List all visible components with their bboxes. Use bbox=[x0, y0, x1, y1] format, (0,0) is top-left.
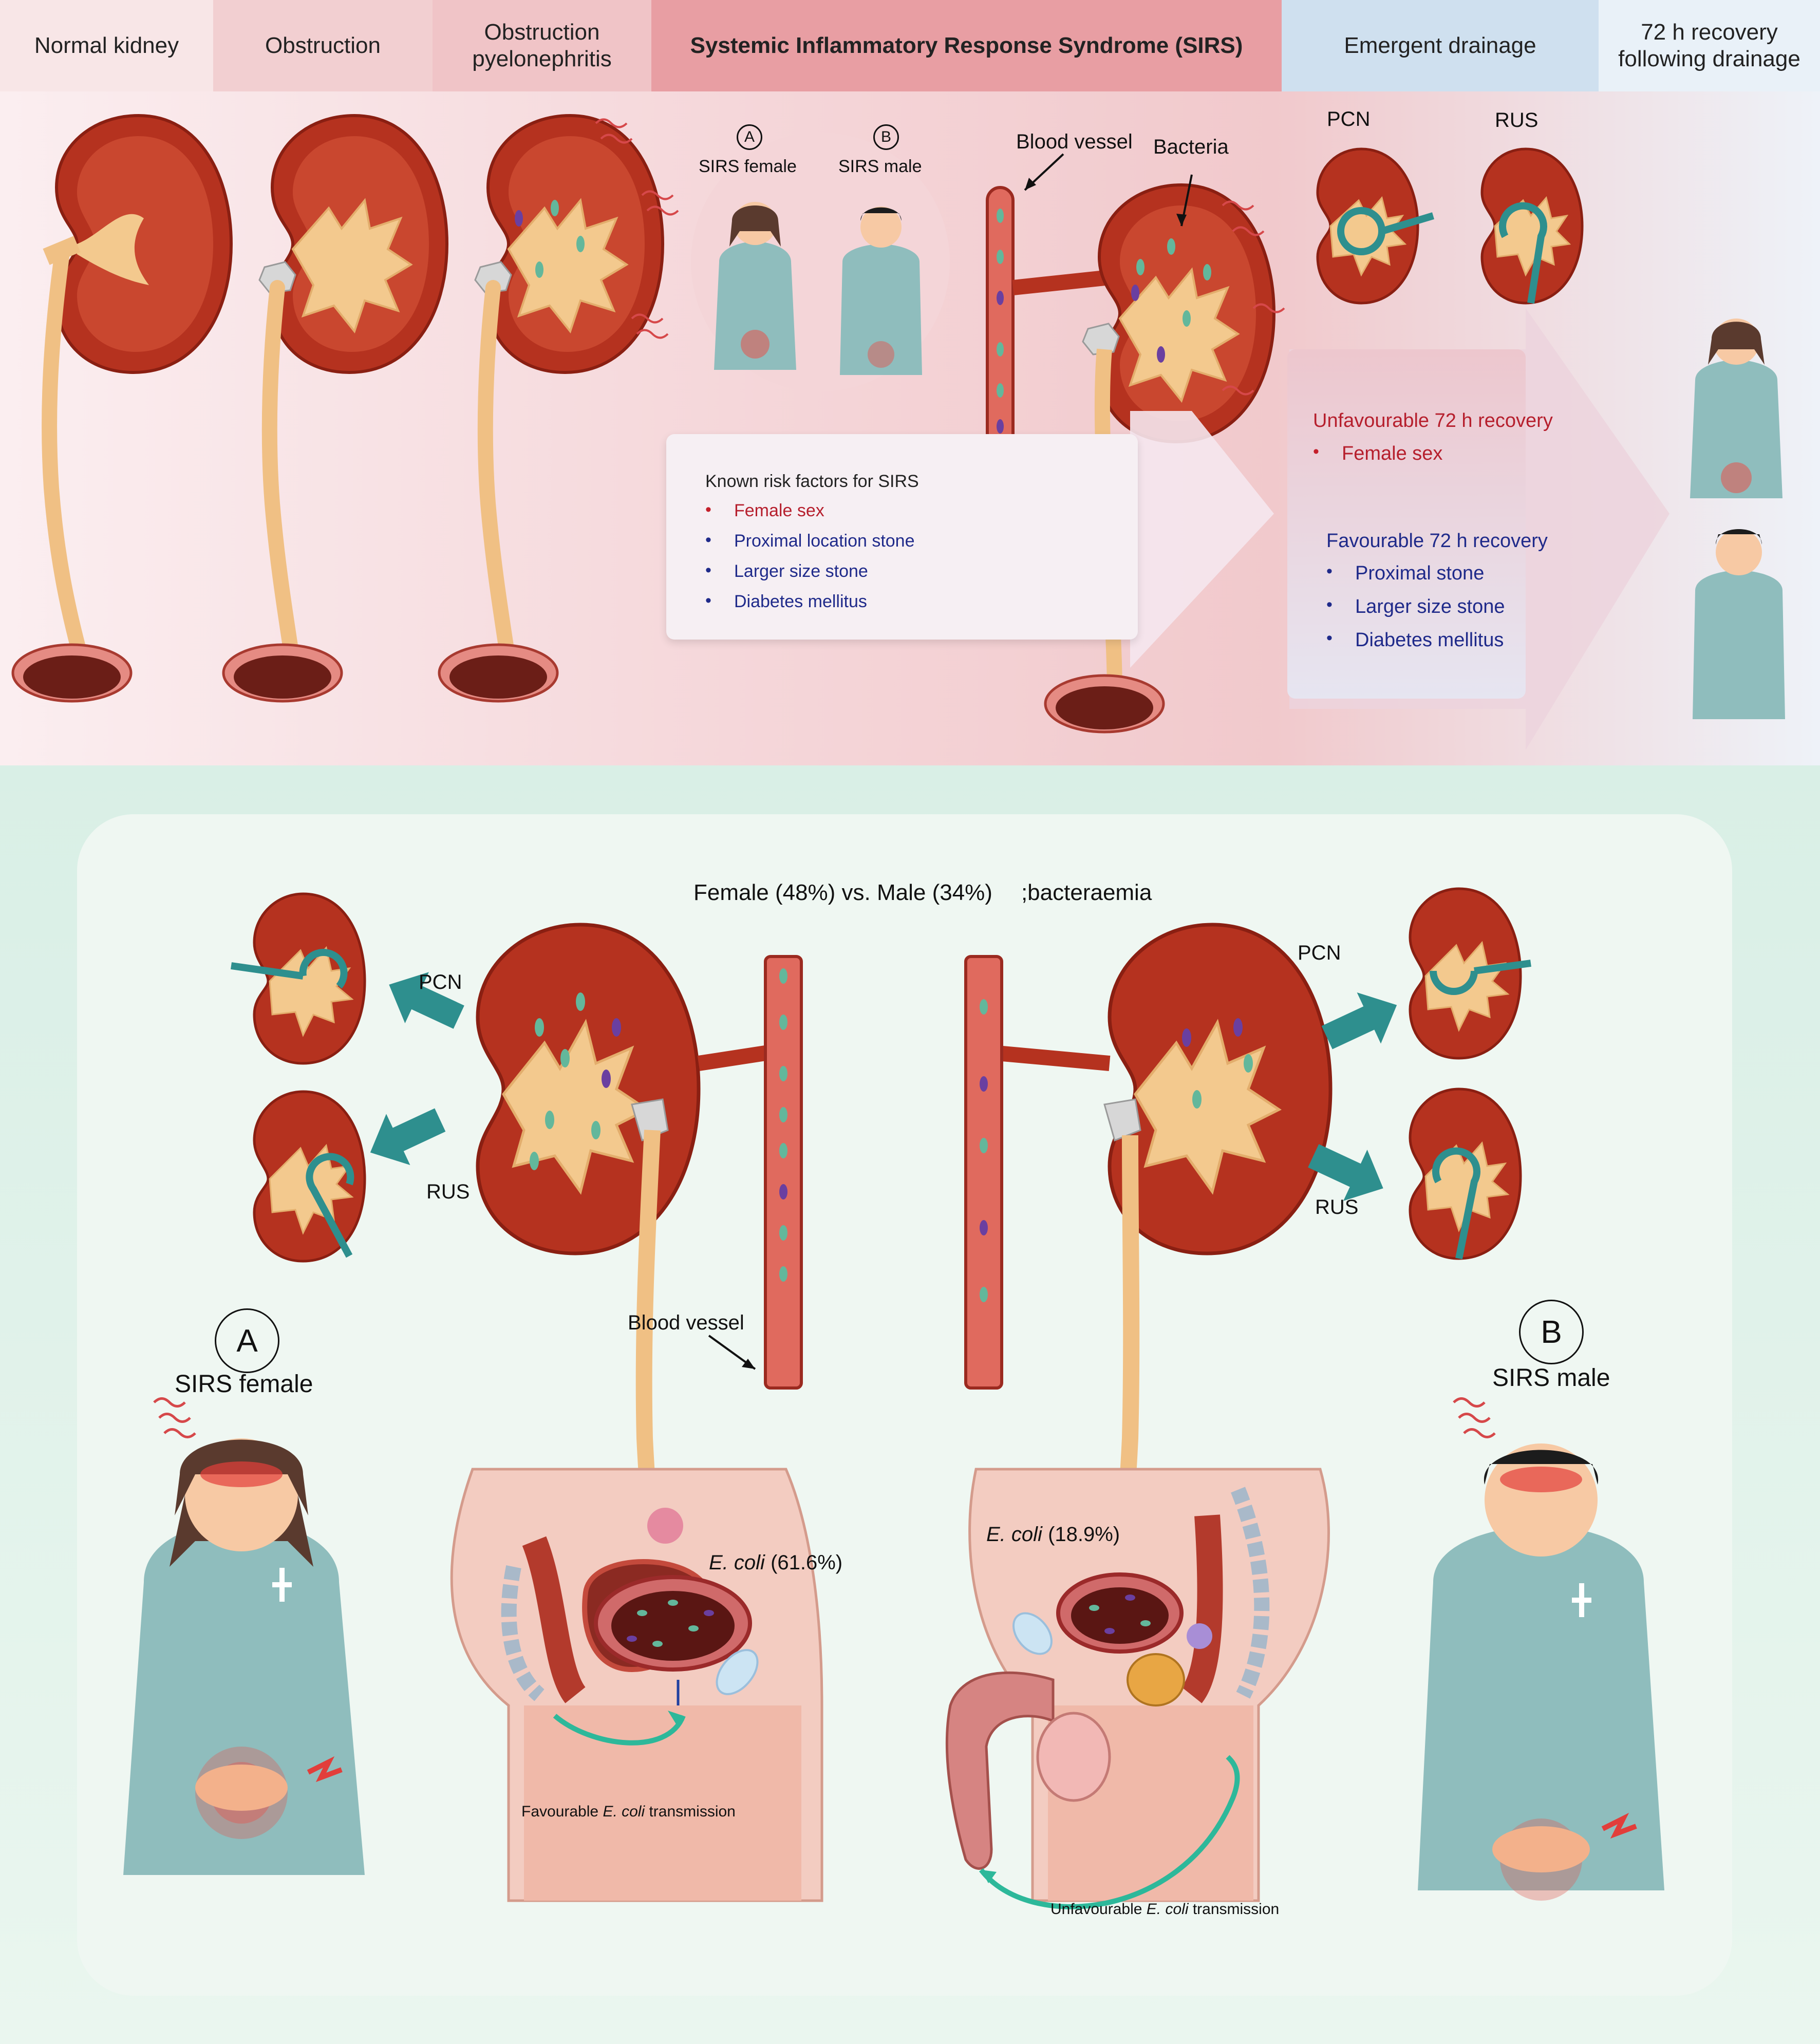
normal-ureter bbox=[42, 249, 90, 670]
header-normal-kidney: Normal kidney bbox=[0, 0, 213, 91]
favourable-item: Diabetes mellitus bbox=[1326, 628, 1505, 651]
risk-factor-item: Proximal location stone bbox=[705, 530, 915, 551]
rus-kidney-right bbox=[1410, 1089, 1521, 1259]
left-renal-vessel bbox=[697, 1045, 767, 1071]
stone bbox=[631, 1098, 669, 1142]
header-label: Normal kidney bbox=[34, 33, 179, 58]
female-label: SIRS female bbox=[175, 1371, 313, 1398]
risk-factor-item: Female sex bbox=[705, 500, 915, 521]
sirs-arrow bbox=[1130, 411, 1274, 668]
header-label: Obstruction bbox=[265, 33, 381, 58]
heat-waves-female bbox=[153, 1397, 196, 1438]
penis bbox=[945, 1671, 1055, 1870]
unfavourable-list: Female sex bbox=[1313, 442, 1442, 475]
header-label: Systemic Inflammatory Response Syndrome … bbox=[690, 33, 1243, 58]
ecoli-male-label: E. coli (18.9%) bbox=[986, 1523, 1120, 1546]
right-bacteraemia-kidney bbox=[1110, 925, 1330, 1253]
risk-factors-box: Known risk factors for SIRS Female sex P… bbox=[666, 434, 1138, 640]
risk-factor-item: Diabetes mellitus bbox=[705, 591, 915, 612]
unfavourable-title: Unfavourable 72 h recovery bbox=[1313, 410, 1553, 432]
male-letter-circle: B bbox=[1519, 1300, 1584, 1364]
right-blood-vessel bbox=[964, 955, 1003, 1390]
vessel-bacteria bbox=[779, 968, 787, 1282]
pcn-label-right: PCN bbox=[1298, 942, 1341, 964]
sirs-male-label: SIRS male bbox=[838, 157, 922, 176]
blood-vessel-label-bottom: Blood vessel bbox=[628, 1311, 744, 1334]
favourable-title: Favourable 72 h recovery bbox=[1326, 530, 1548, 552]
header-sirs: Systemic Inflammatory Response Syndrome … bbox=[651, 0, 1282, 91]
pyelo-ureter bbox=[477, 280, 516, 670]
inflammation-waves bbox=[1222, 200, 1285, 396]
female-patient-recovery bbox=[1690, 318, 1783, 498]
risk-factor-item: Larger size stone bbox=[705, 560, 915, 582]
male-patient-small bbox=[840, 207, 922, 375]
heat-waves-male bbox=[1453, 1397, 1496, 1438]
rus-label-top: RUS bbox=[1495, 109, 1538, 132]
sirs-kidney bbox=[1099, 185, 1274, 442]
rus-label-right: RUS bbox=[1315, 1196, 1359, 1218]
male-pelvic-anatomy bbox=[945, 1468, 1330, 1909]
pyelonephritis-kidney bbox=[488, 116, 663, 372]
header-label: Obstruction pyelonephritis bbox=[472, 20, 612, 71]
header-emergent-drainage: Emergent drainage bbox=[1282, 0, 1599, 91]
female-patient-large bbox=[123, 1438, 365, 1875]
pcn-kidney-right bbox=[1410, 889, 1531, 1058]
female-letter-circle: A bbox=[215, 1308, 279, 1373]
bacteria-label: Bacteria bbox=[1153, 136, 1229, 158]
vessel-bacteria bbox=[980, 999, 988, 1302]
female-pelvic-anatomy bbox=[450, 1468, 823, 1902]
male-patient-recovery bbox=[1693, 529, 1785, 719]
left-bacteraemia-kidney bbox=[478, 925, 699, 1253]
rus-arrow-left bbox=[358, 1094, 452, 1178]
obstruction-ureter bbox=[261, 280, 301, 670]
female-patient-small bbox=[714, 202, 796, 370]
pcn-label-top: PCN bbox=[1327, 108, 1371, 130]
ecoli-female-label: E. coli (61.6%) bbox=[709, 1551, 843, 1574]
left-blood-vessel bbox=[764, 955, 803, 1390]
female-transmission-label: Favourable E. coli transmission bbox=[521, 1803, 736, 1820]
male-label: SIRS male bbox=[1492, 1364, 1610, 1392]
pcn-kidney-top bbox=[1318, 149, 1435, 303]
header-72h-recovery: 72 h recovery following drainage bbox=[1599, 0, 1820, 91]
favourable-item: Larger size stone bbox=[1326, 595, 1505, 618]
bacteraemia-headline: Female (48%) vs. Male (34%);bacteraemia bbox=[693, 880, 1152, 905]
inflammation-waves bbox=[595, 118, 679, 339]
renal-vessel bbox=[1012, 270, 1111, 295]
male-transmission-label: Unfavourable E. coli transmission bbox=[1050, 1901, 1280, 1918]
favourable-list: Proximal stone Larger size stone Diabete… bbox=[1326, 561, 1505, 662]
sirs-female-label: SIRS female bbox=[699, 157, 797, 176]
header-obstruction: Obstruction bbox=[213, 0, 433, 91]
pcn-kidney-left bbox=[231, 894, 365, 1063]
rus-label-left: RUS bbox=[426, 1180, 470, 1203]
male-patient-large bbox=[1418, 1443, 1664, 1901]
pcn-label-left: PCN bbox=[419, 971, 462, 993]
sirs-male-letter: B bbox=[873, 124, 899, 150]
rus-kidney-top bbox=[1482, 149, 1582, 303]
sirs-female-letter: A bbox=[737, 124, 762, 150]
unfavourable-item: Female sex bbox=[1313, 442, 1442, 465]
rus-kidney-left bbox=[254, 1092, 365, 1261]
blood-vessel-label-top: Blood vessel bbox=[1016, 130, 1133, 153]
header-label: Emergent drainage bbox=[1344, 33, 1536, 58]
stone bbox=[1103, 1098, 1141, 1142]
right-renal-vessel bbox=[996, 1045, 1111, 1071]
risk-factors-list: Female sex Proximal location stone Large… bbox=[705, 500, 915, 622]
header-label: 72 h recovery following drainage bbox=[1618, 20, 1800, 71]
risk-factors-title: Known risk factors for SIRS bbox=[705, 472, 919, 491]
favourable-item: Proximal stone bbox=[1326, 561, 1505, 585]
header-obstruction-pyelonephritis: Obstruction pyelonephritis bbox=[433, 0, 651, 91]
